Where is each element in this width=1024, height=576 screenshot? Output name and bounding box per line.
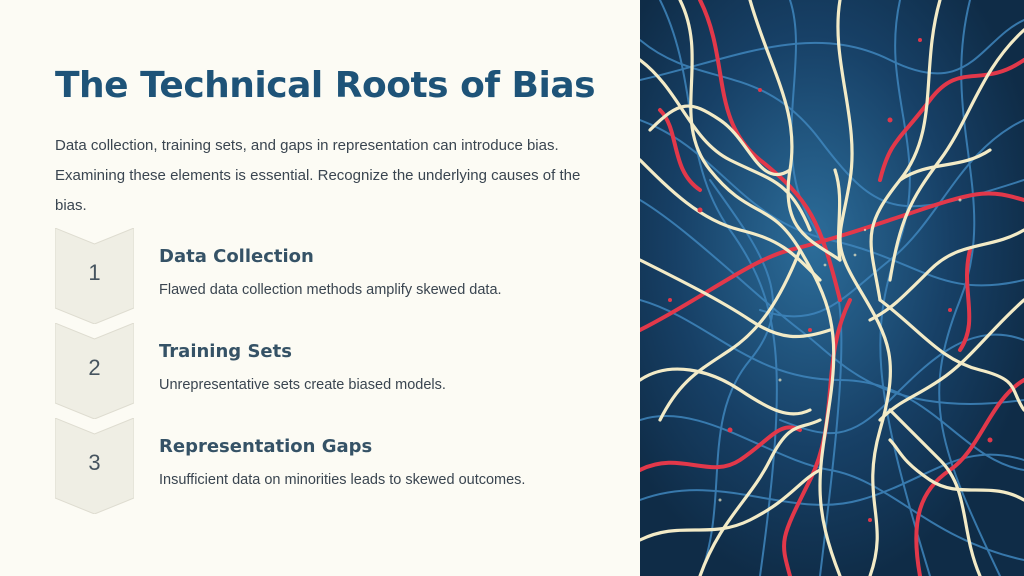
slide-title: The Technical Roots of Bias: [55, 65, 596, 106]
step-title: Training Sets: [159, 341, 292, 362]
neural-fibers-image: [640, 0, 1024, 576]
step-chevron: 1: [55, 228, 134, 324]
step-item: 1 Data Collection Flawed data collection…: [55, 228, 615, 324]
step-item: 3 Representation Gaps Insufficient data …: [55, 418, 615, 514]
step-chevron: 3: [55, 418, 134, 514]
step-chevron: 2: [55, 323, 134, 419]
step-title: Representation Gaps: [159, 436, 373, 457]
intro-paragraph: Data collection, training sets, and gaps…: [55, 137, 581, 214]
step-item: 2 Training Sets Unrepresentative sets cr…: [55, 323, 615, 419]
step-number: 2: [88, 355, 101, 380]
step-title: Data Collection: [159, 246, 314, 267]
step-description: Insufficient data on minorities leads to…: [159, 472, 526, 488]
step-number: 1: [88, 260, 101, 285]
step-number: 3: [88, 450, 101, 475]
step-description: Unrepresentative sets create biased mode…: [159, 377, 446, 393]
step-description: Flawed data collection methods amplify s…: [159, 282, 502, 298]
neural-fibers-illustration: [640, 0, 1024, 576]
